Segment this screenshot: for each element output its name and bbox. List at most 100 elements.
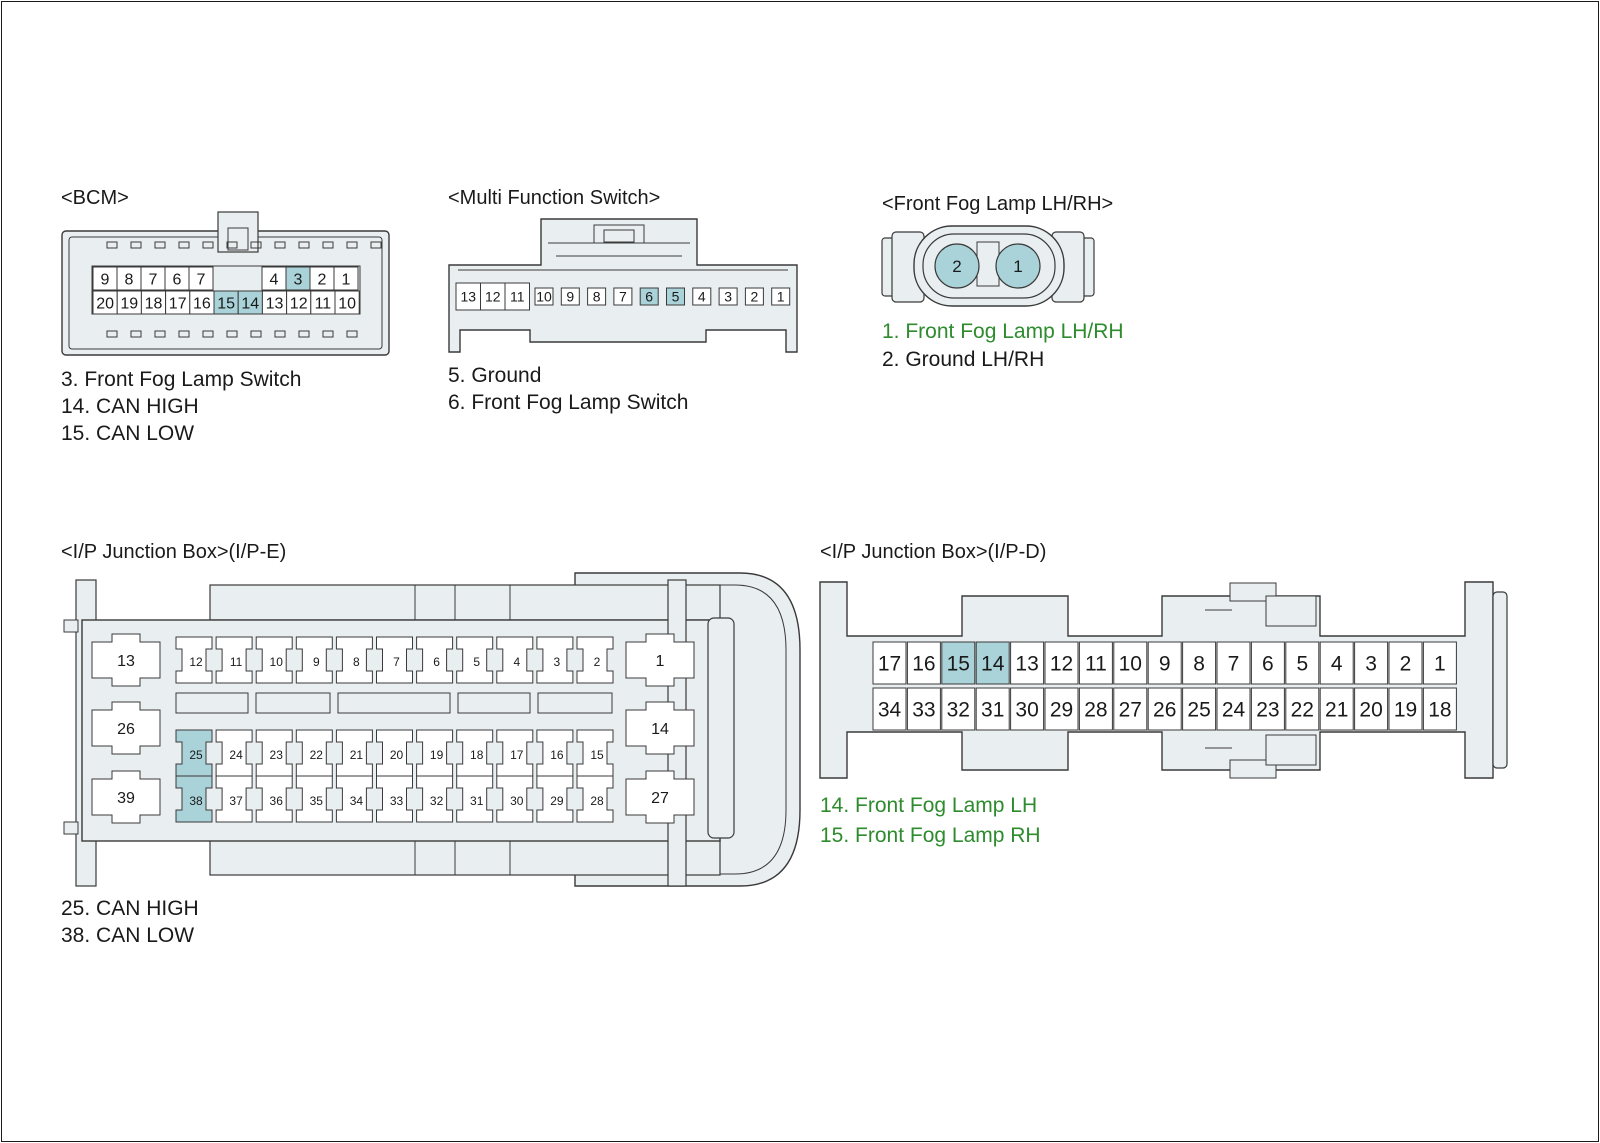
ipe-pin-label: 24: [229, 748, 243, 762]
ipd-pin: 24: [1216, 687, 1251, 731]
ipe-pin-label: 32: [430, 794, 444, 808]
bcm-pin-label: 12: [290, 295, 308, 312]
ipd-pin: 9: [1147, 641, 1182, 685]
legend-item: 15. CAN LOW: [61, 422, 195, 445]
legend-item: 1. Front Fog Lamp LH/RH: [882, 320, 1124, 343]
ipd-pin-label: 27: [1119, 699, 1142, 722]
ipe-big-pin-label: 1: [656, 653, 665, 670]
mfs-pin-label: 2: [751, 289, 759, 305]
ipd-pin: 2: [1388, 641, 1423, 685]
latch-tooth: [130, 330, 142, 338]
ipe-big-pin: 27: [625, 770, 695, 824]
ipd-pin: 26: [1147, 687, 1182, 731]
ipe-pin-label: 19: [430, 748, 444, 762]
ipe-pin: 36: [255, 775, 293, 823]
ipe-pin: 29: [536, 775, 574, 823]
ipe-pin-label: 31: [470, 794, 484, 808]
ipe-pin: 38: [175, 775, 213, 823]
ipd-pin: 20: [1354, 687, 1389, 731]
bcm-pin: 15: [213, 290, 239, 315]
fog-lamp-title: <Front Fog Lamp LH/RH>: [882, 193, 1114, 215]
bcm-pin-label: 1: [342, 271, 351, 288]
mfs-pin: 2: [744, 287, 764, 306]
bcm-pin: 10: [334, 290, 360, 315]
mfs-pin: 10: [534, 287, 554, 306]
bcm-pin: 17: [165, 290, 191, 315]
mfs-pin-label: 9: [566, 289, 574, 305]
ipd-pin-label: 16: [912, 653, 935, 676]
ipe-pin: 31: [456, 775, 494, 823]
ipd-pin-label: 12: [1050, 653, 1073, 676]
bcm-pin: 14: [237, 290, 263, 315]
ipe-big-pin: 14: [625, 701, 695, 755]
mfs-pin: 13: [455, 282, 481, 311]
ipe-big-pin: 1: [625, 633, 695, 687]
ipd-pin: 11: [1078, 641, 1113, 685]
ipe-pin: 24: [215, 729, 253, 777]
bcm-pin-label: 10: [338, 295, 356, 312]
ipd-pin: 18: [1422, 687, 1457, 731]
ipd-pin-label: 19: [1394, 699, 1417, 722]
latch-tooth: [298, 330, 310, 338]
ipe-big-pin-label: 27: [651, 790, 669, 807]
ipe-pin: 37: [215, 775, 253, 823]
fog-legend: 2. Ground LH/RH: [882, 346, 1044, 373]
ipd-pin-label: 22: [1291, 699, 1314, 722]
ipe-big-pin: 26: [91, 701, 161, 755]
legend-item: 38. CAN LOW: [61, 924, 195, 947]
ipd-pin-label: 31: [981, 699, 1004, 722]
ipd-title: <I/P Junction Box>(I/P-D): [820, 541, 1047, 563]
ipd-pin-label: 8: [1193, 653, 1205, 676]
ipe-pin: 30: [496, 775, 534, 823]
ipe-pin: 6: [416, 636, 454, 684]
ipd-pin: 30: [1010, 687, 1045, 731]
bcm-pin-label: 3: [294, 271, 303, 288]
ipe-pin: 15: [576, 729, 614, 777]
latch-tooth: [106, 330, 118, 338]
legend-item: 3. Front Fog Lamp Switch: [61, 368, 302, 391]
bcm-pin-label: 4: [270, 271, 279, 288]
ipd-pin-label: 2: [1400, 653, 1412, 676]
mfs-pin-label: 13: [460, 289, 476, 305]
legend-item: 15. Front Fog Lamp RH: [820, 824, 1041, 847]
ipd-pin: 3: [1354, 641, 1389, 685]
bcm-pin: 1: [333, 266, 359, 291]
ipe-pin-label: 2: [594, 655, 601, 669]
bcm-legend: 3. Front Fog Lamp Switch 14. CAN HIGH 15…: [61, 366, 301, 447]
ipe-pin: 28: [576, 775, 614, 823]
ipe-pin: 32: [416, 775, 454, 823]
mfs-pin: 3: [718, 287, 738, 306]
ipd-pin: 25: [1182, 687, 1217, 731]
bcm-pin-label: 7: [197, 271, 206, 288]
bcm-pin: 9: [92, 266, 118, 291]
ipe-pin-label: 23: [270, 748, 284, 762]
mfs-pin: 12: [480, 282, 506, 311]
ipd-pin: 15: [941, 641, 976, 685]
bcm-pin: 8: [116, 266, 142, 291]
ipd-pin-label: 26: [1153, 699, 1176, 722]
fog-lamp-pin: 1: [995, 243, 1041, 289]
latch-tooth: [202, 330, 214, 338]
bcm-pin: 6: [164, 266, 190, 291]
ipe-big-pin-label: 39: [117, 790, 135, 807]
ipd-pin: 34: [872, 687, 907, 731]
ipe-big-pin: 13: [91, 633, 161, 687]
ipe-legend: 25. CAN HIGH 38. CAN LOW: [61, 895, 199, 949]
ipe-pin: 2: [576, 636, 614, 684]
ipe-pin: 35: [295, 775, 333, 823]
ipd-pin-label: 25: [1187, 699, 1210, 722]
ipd-pin: 16: [906, 641, 941, 685]
ipe-pin: 22: [295, 729, 333, 777]
latch-tooth: [298, 241, 310, 249]
mfs-pin-label: 6: [645, 289, 653, 305]
mfs-pin: 1: [771, 287, 791, 306]
bcm-pin-label: 7: [149, 271, 158, 288]
ipe-pin-label: 11: [230, 655, 243, 669]
ipd-pin: 31: [975, 687, 1010, 731]
bcm-pin-label: 6: [173, 271, 182, 288]
latch-tooth: [106, 241, 118, 249]
mfs-pin: 5: [666, 287, 685, 306]
